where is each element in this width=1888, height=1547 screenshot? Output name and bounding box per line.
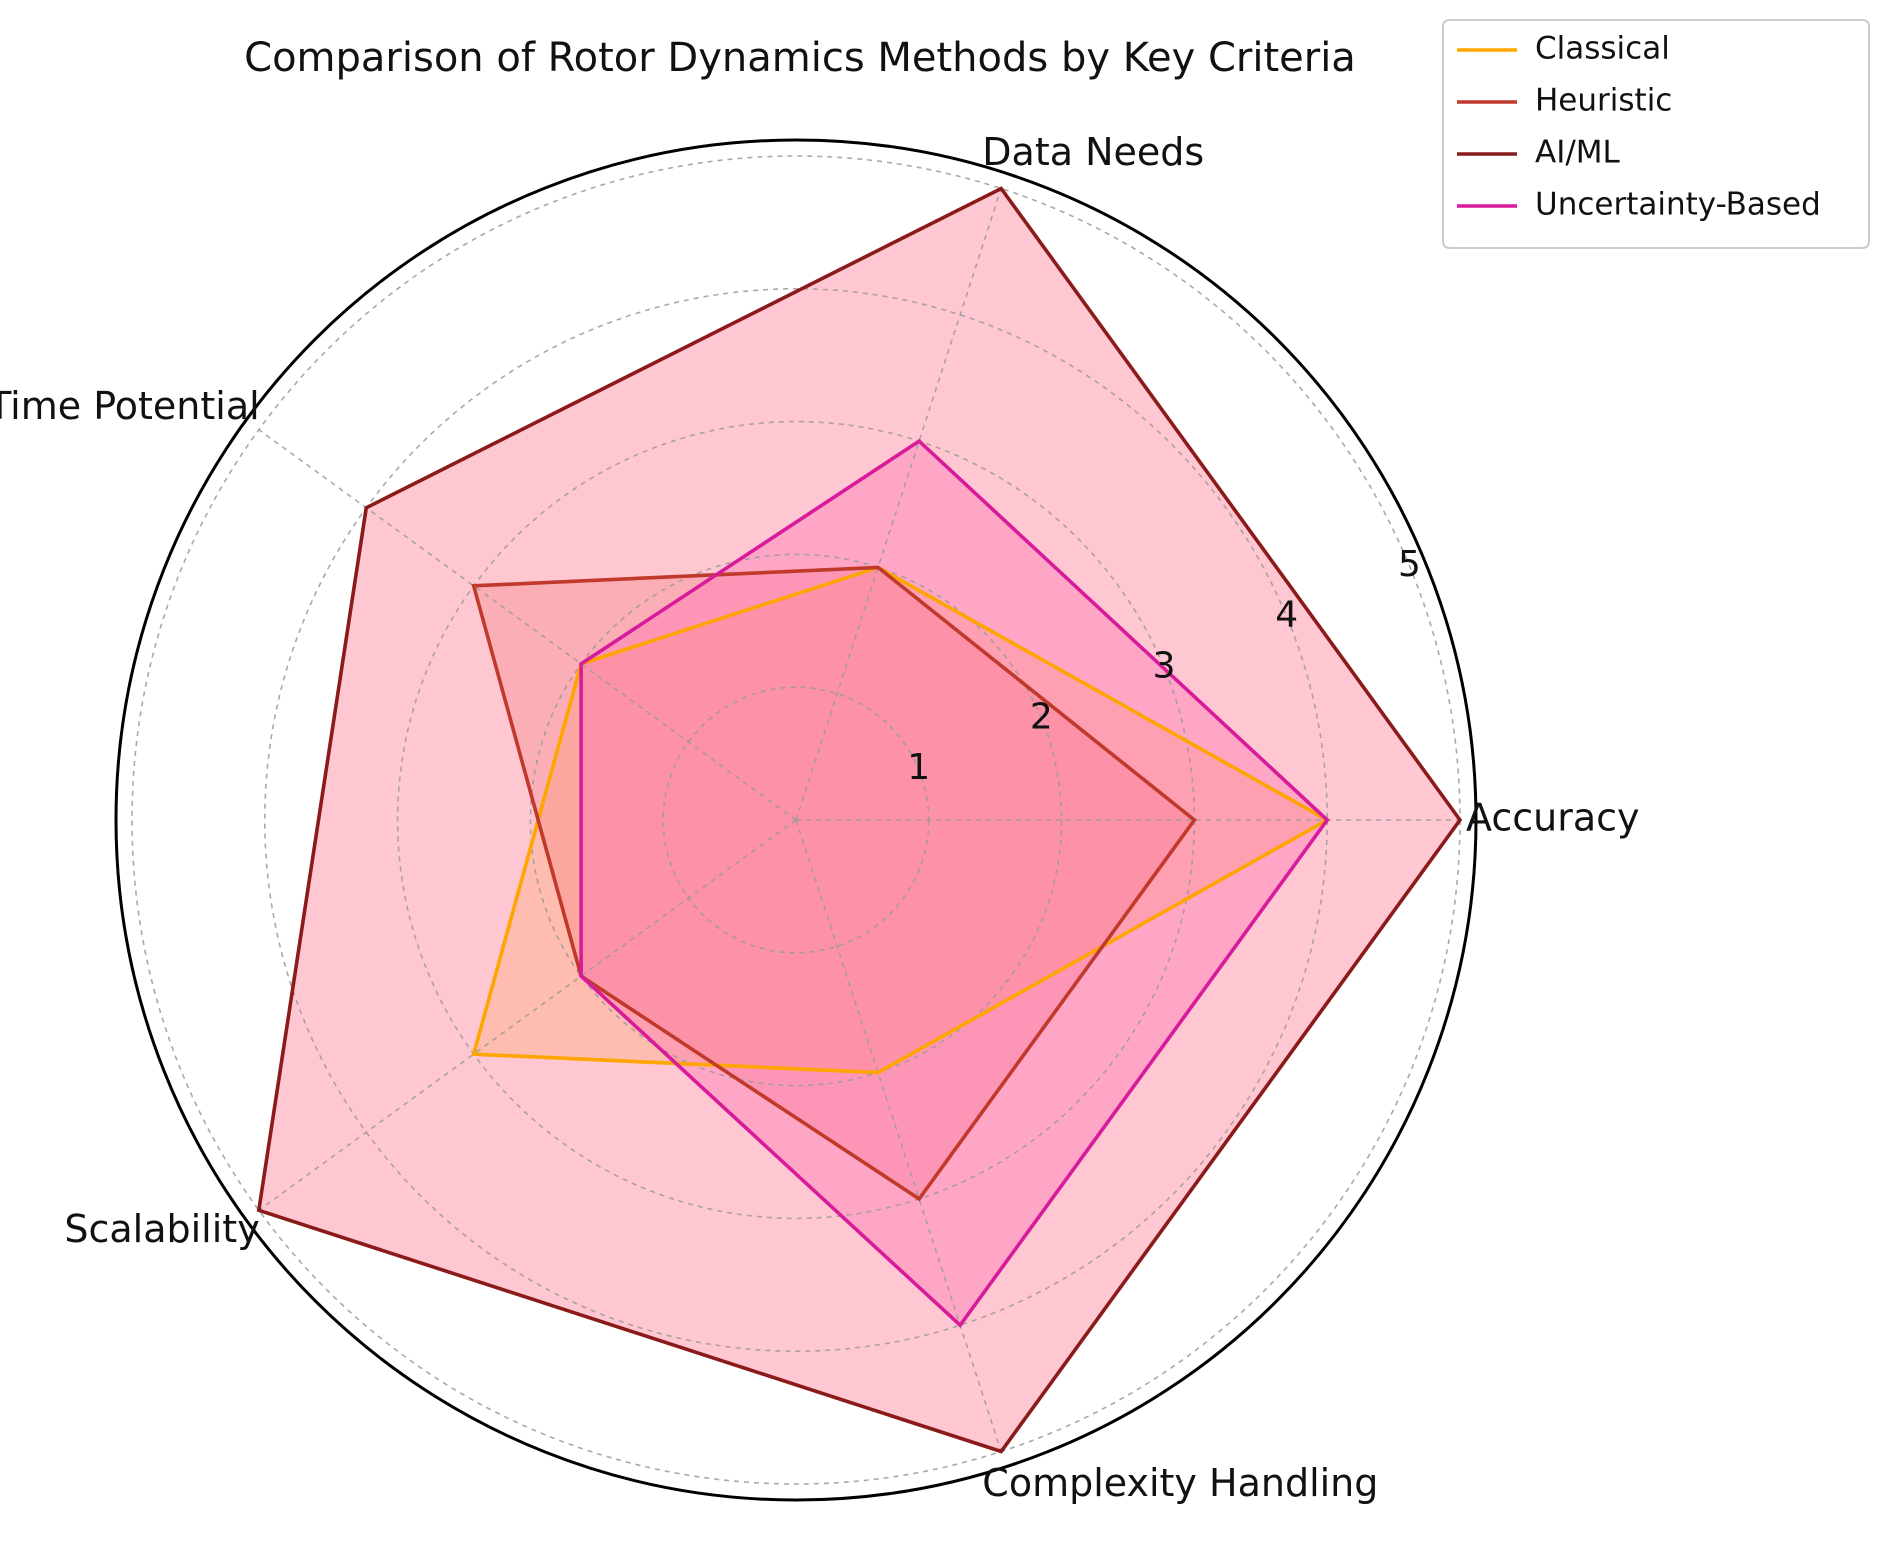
series-fill-uncertainty-based [581,441,1328,1326]
category-label-data-needs: Data Needs [982,130,1204,174]
series-line-uncertainty-based [579,438,1330,1328]
radial-tick-label: 4 [1275,595,1298,636]
category-label-real-time-potential: Real-Time Potential [0,384,260,428]
grid-spoke-3 [258,429,797,821]
category-label-scalability: Scalability [64,1207,259,1251]
legend-label: Heuristic [1535,83,1672,119]
radial-tick-label: 1 [907,747,930,788]
legend-label: Uncertainty-Based [1535,187,1821,223]
polar-frame [114,138,1478,1502]
chart-title: Comparison of Rotor Dynamics Methods by … [244,35,1356,81]
legend-label: Classical [1535,31,1670,67]
grid-spoke-4 [258,819,797,1211]
grid-spoke-5 [795,819,1002,1452]
series-line-heuristic [471,565,1197,1202]
category-label-complexity-handling: Complexity Handling [982,1461,1378,1505]
series-lines [256,186,1463,1454]
grid-circle-2 [529,553,1063,1087]
legend-label: AI/ML [1535,135,1621,171]
category-label-accuracy: Accuracy [1466,796,1640,840]
radial-tick-label: 5 [1398,544,1421,585]
series-line-ai-ml [256,186,1463,1454]
legend-box [1442,19,1870,249]
radial-tick-label: 3 [1153,646,1176,687]
series-line-classical [471,565,1331,1075]
grid-spoke-2 [795,188,1002,821]
radial-tick-label: 2 [1030,696,1053,737]
